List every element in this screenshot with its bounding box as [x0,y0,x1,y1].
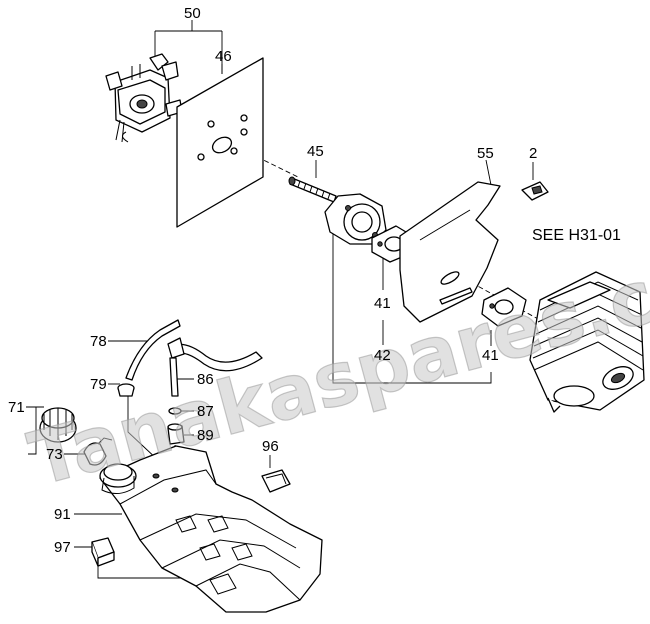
label-45: 45 [307,143,324,160]
gasket-41-right [481,287,527,327]
fuel-cap-71 [39,407,77,443]
label-89: 89 [197,427,214,444]
stud-45 [288,176,337,203]
clamp-87 [168,407,182,415]
label-73: 73 [46,446,63,463]
label-41-right: 41 [482,347,499,364]
pad-96 [261,469,291,493]
grommet-79 [117,383,135,397]
cap-gasket-73 [83,437,113,466]
filter-89 [167,423,185,445]
insulator [324,193,387,245]
label-55: 55 [477,145,494,162]
callout-labels: 50 46 45 55 2 SEE H31-01 41 42 41 78 79 … [8,5,621,556]
foam-pad-97 [91,537,115,567]
label-41-left: 41 [374,295,391,312]
label-42: 42 [374,347,391,364]
label-86: 86 [197,371,214,388]
carburetor-50 [105,53,183,143]
cylinder [529,271,645,413]
label-87: 87 [197,403,214,420]
see-note: SEE H31-01 [532,227,621,244]
label-79: 79 [90,376,107,393]
label-46: 46 [215,48,232,65]
clip-2 [521,181,549,201]
label-78: 78 [90,333,107,350]
label-91: 91 [54,506,71,523]
fuel-hose-78 [125,319,181,381]
label-97: 97 [54,539,71,556]
gasket-46 [176,57,264,228]
label-96: 96 [262,438,279,455]
fuel-tank-91 [99,445,323,613]
fuel-line-86 [167,337,263,397]
watermark: Tanakaspares.co.uk [21,207,650,504]
label-2: 2 [529,145,537,162]
label-71: 71 [8,399,25,416]
shield-55 [399,181,501,323]
label-50: 50 [184,5,201,22]
